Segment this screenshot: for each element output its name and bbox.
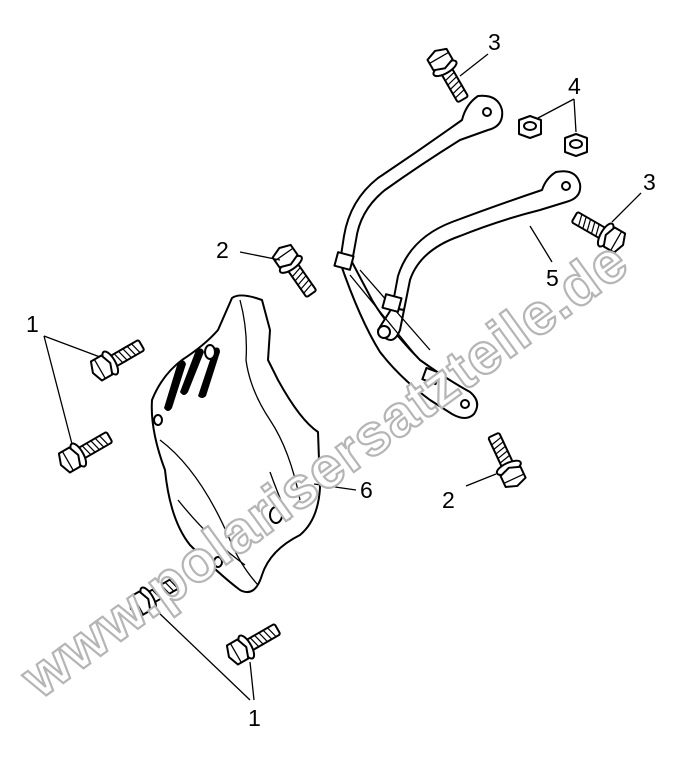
callout-4: 4 (568, 73, 581, 99)
bolt-part-3-upper (422, 43, 476, 107)
callout-2-upper: 2 (216, 237, 229, 263)
nut-part-4-b (564, 133, 588, 157)
bolt-part-2-lower (480, 428, 531, 493)
callout-1-upper: 1 (26, 311, 39, 337)
bolt-part-1-upper-a (85, 332, 149, 386)
bolt-part-2-upper (267, 239, 324, 303)
callouts: 1 1 2 2 3 3 4 5 6 (26, 29, 656, 731)
callout-5: 5 (546, 265, 559, 291)
callout-2-lower: 2 (442, 487, 455, 513)
cover-shield-part-6 (150, 294, 321, 594)
watermark-text: www.polarisersatzteile.de (9, 228, 640, 711)
callout-3-right: 3 (643, 169, 656, 195)
bracket-part-5 (333, 94, 582, 419)
callout-6: 6 (360, 477, 373, 503)
callout-1-lower: 1 (248, 705, 261, 731)
leader-lines (43, 53, 642, 701)
bolt-part-1-lower-b (221, 616, 285, 670)
nut-part-4-a (518, 115, 542, 139)
callout-3-upper: 3 (488, 29, 501, 55)
bolt-part-1-upper-b (53, 424, 117, 478)
